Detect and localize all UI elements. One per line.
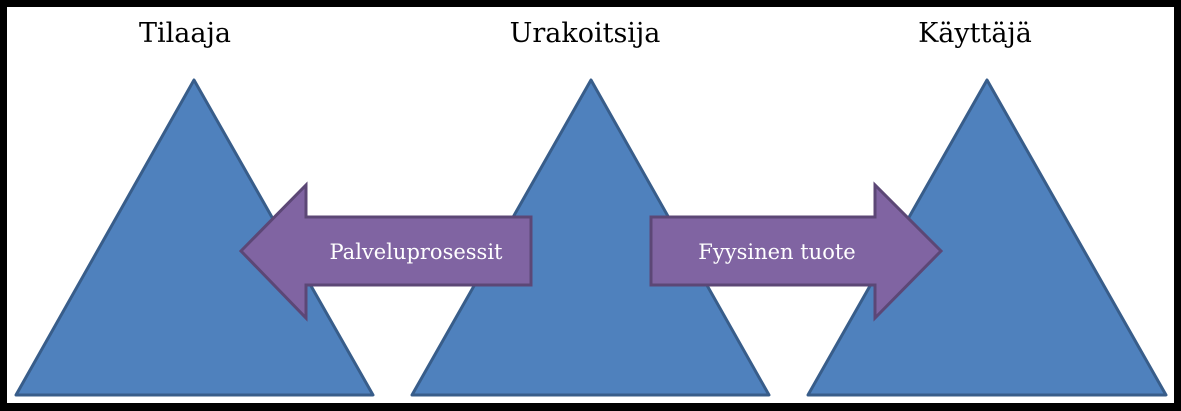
arrow-fyysinen-tuote [649, 181, 944, 322]
node-label-urakoitsija: Urakoitsija [510, 18, 661, 49]
arrow-label-fyysinen-tuote: Fyysinen tuote [698, 240, 855, 264]
node-label-kayttaja: Käyttäjä [918, 18, 1032, 49]
node-label-tilaaja: Tilaaja [139, 18, 231, 49]
arrow-label-palveluprosessit: Palveluprosessit [330, 240, 504, 264]
arrow-palveluprosessit [238, 181, 533, 322]
